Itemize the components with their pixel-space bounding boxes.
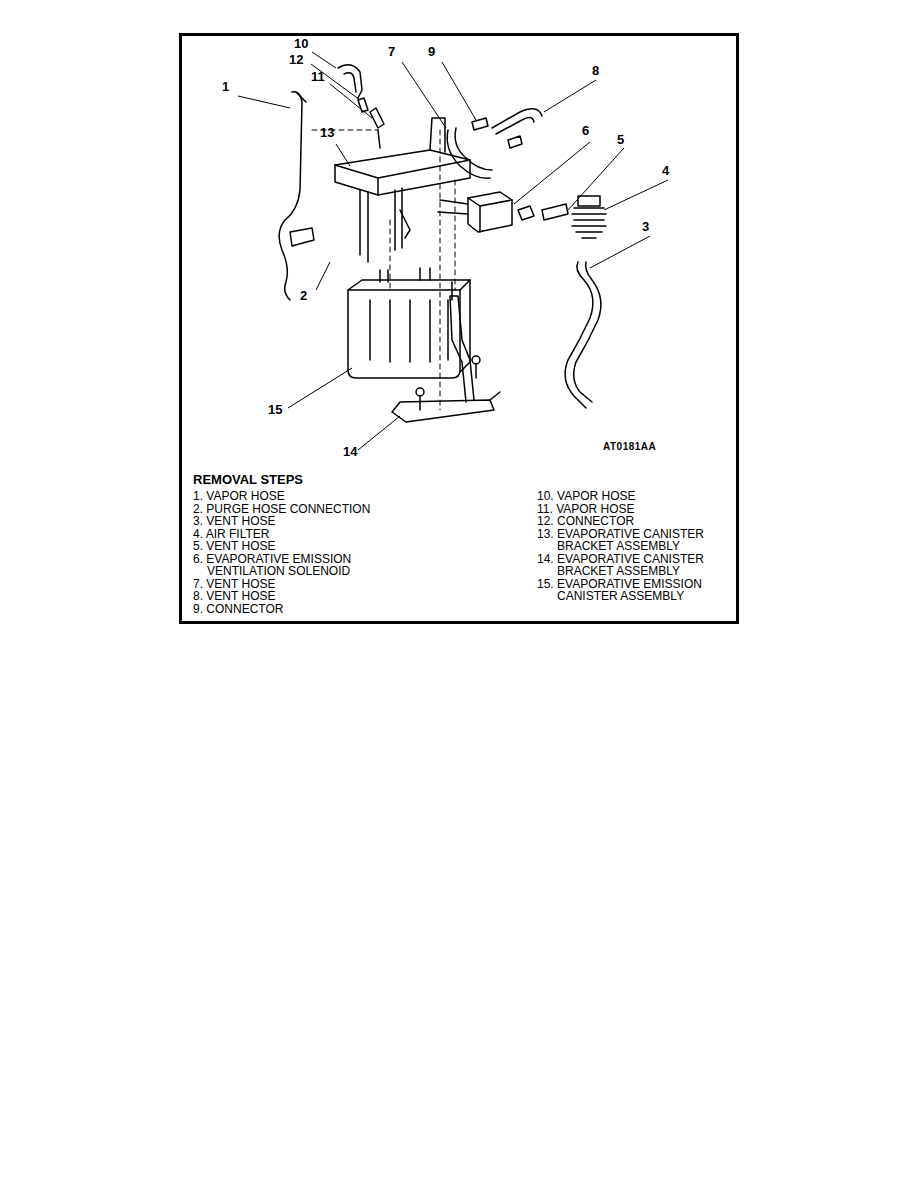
callout-number: 6	[582, 124, 589, 138]
callout-number: 12	[289, 53, 303, 67]
figure-code: AT0181AA	[603, 441, 656, 453]
callout-number: 9	[428, 45, 435, 59]
removal-step: 12. CONNECTOR	[537, 515, 742, 528]
removal-step: 5. VENT HOSE	[193, 540, 382, 553]
callout-number: 3	[642, 220, 649, 234]
callout-number: 15	[268, 403, 282, 417]
removal-step: 6. EVAPORATIVE EMISSION VENTILATION SOLE…	[193, 553, 382, 578]
removal-step: 15. EVAPORATIVE EMISSION CANISTER ASSEMB…	[537, 578, 742, 603]
callout-number: 10	[294, 37, 308, 51]
removal-step: 14. EVAPORATIVE CANISTER BRACKET ASSEMBL…	[537, 553, 742, 578]
removal-step: 8. VENT HOSE	[193, 590, 382, 603]
callout-number: 5	[617, 133, 624, 147]
callout-number: 11	[311, 70, 325, 84]
list-heading: REMOVAL STEPS	[193, 473, 303, 487]
removal-step: 1. VAPOR HOSE	[193, 490, 382, 503]
callout-number: 2	[300, 289, 307, 303]
removal-step: 4. AIR FILTER	[193, 528, 382, 541]
removal-step: 2. PURGE HOSE CONNECTION	[193, 503, 382, 516]
callout-number: 4	[662, 164, 669, 178]
removal-step: 10. VAPOR HOSE	[537, 490, 742, 503]
removal-step: 7. VENT HOSE	[193, 578, 382, 591]
removal-step: 3. VENT HOSE	[193, 515, 382, 528]
callout-number: 13	[320, 126, 334, 140]
removal-step: 11. VAPOR HOSE	[537, 503, 742, 516]
callout-number: 1	[222, 80, 229, 94]
callout-number: 7	[388, 45, 395, 59]
removal-step: 13. EVAPORATIVE CANISTER BRACKET ASSEMBL…	[537, 528, 742, 553]
callout-number: 8	[592, 64, 599, 78]
callout-number: 14	[343, 445, 357, 459]
removal-step: 9. CONNECTOR	[193, 603, 382, 616]
